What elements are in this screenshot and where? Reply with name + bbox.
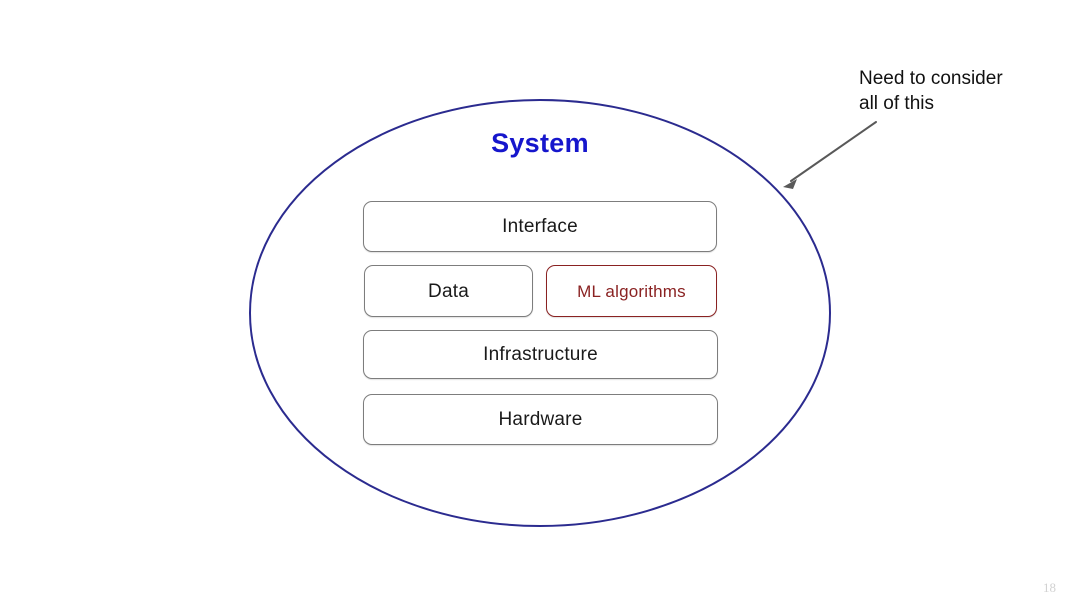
layer-box-hardware[interactable]: Hardware xyxy=(363,394,718,445)
arrowhead-icon xyxy=(783,179,797,189)
layer-box-infrastructure[interactable]: Infrastructure xyxy=(363,330,718,379)
layer-label-data: Data xyxy=(428,280,469,302)
layer-box-ml-algorithms[interactable]: ML algorithms xyxy=(546,265,717,317)
layer-box-interface[interactable]: Interface xyxy=(363,201,717,252)
annotation-arrow xyxy=(783,121,877,189)
annotation-note-line-2: all of this xyxy=(859,93,934,114)
diagram-title: System xyxy=(0,128,1080,159)
page-number: 18 xyxy=(1043,580,1056,595)
system-boundary-ellipse xyxy=(249,99,831,527)
annotation-note-line-1: Need to consider xyxy=(859,68,1003,89)
layer-box-data[interactable]: Data xyxy=(364,265,533,317)
layer-label-ml-algorithms: ML algorithms xyxy=(577,281,686,301)
diagram-title-text: System xyxy=(491,128,589,158)
layer-label-interface: Interface xyxy=(502,216,578,237)
layer-label-hardware: Hardware xyxy=(498,409,583,430)
layer-label-infrastructure: Infrastructure xyxy=(483,344,598,365)
annotation-note: Need to consider all of this xyxy=(859,66,1064,116)
